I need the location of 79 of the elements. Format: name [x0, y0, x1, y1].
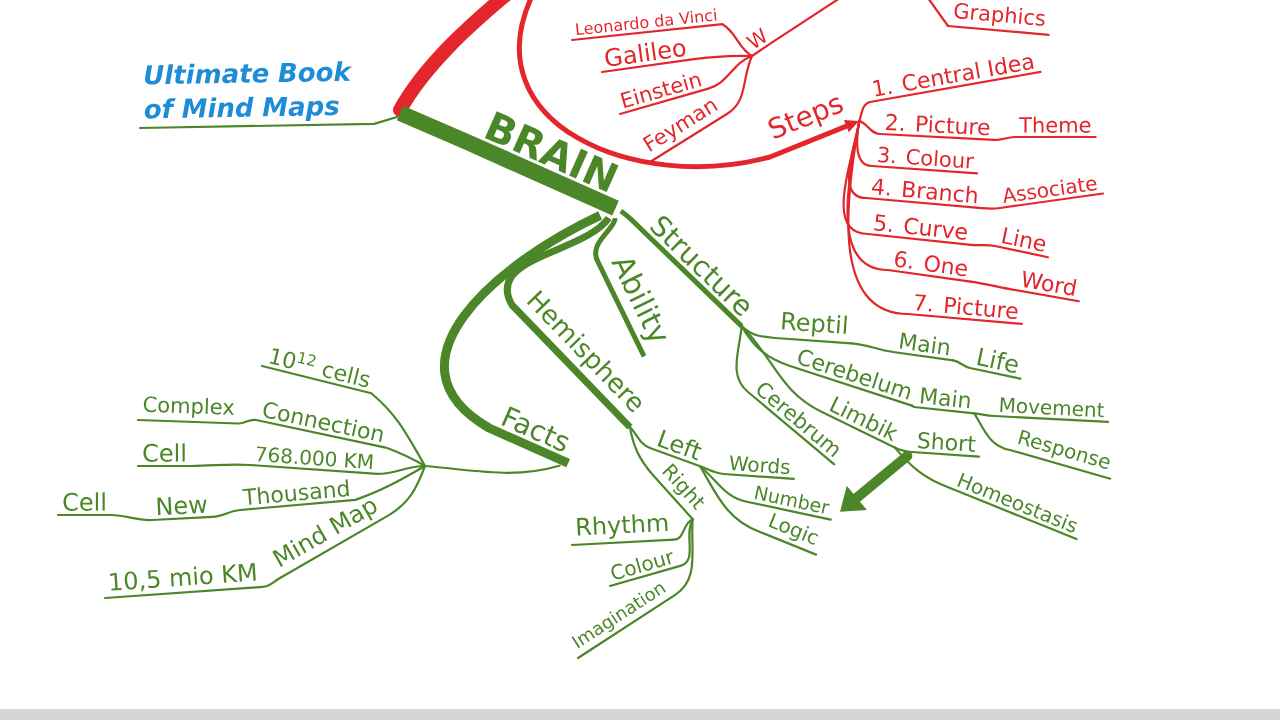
branch-label: W — [745, 27, 766, 48]
branch-line — [893, 446, 981, 458]
branch-label: Life — [977, 347, 1018, 373]
branch-label: Complex — [143, 396, 234, 418]
branch-line — [593, 217, 647, 358]
branch-label: Word — [1023, 270, 1077, 296]
branch-line — [850, 342, 955, 362]
branch-label: Colour — [611, 552, 673, 579]
branch-line — [278, 464, 427, 580]
branch-line — [735, 325, 836, 466]
branch-label: 5. Curve — [874, 214, 967, 240]
branch-line — [619, 209, 744, 328]
branch-line — [238, 464, 427, 512]
branch-line — [618, 54, 754, 116]
branch-label: 3. Colour — [878, 146, 975, 169]
branch-label: Associate — [1003, 178, 1097, 204]
branch-line — [628, 426, 694, 521]
branch-label: Words — [730, 455, 790, 475]
block-arrow — [840, 450, 913, 512]
branch-line — [740, 325, 853, 345]
branch-label: Short — [917, 432, 976, 452]
branch-line — [136, 418, 258, 425]
branch-label: Reptil — [782, 311, 847, 337]
branch-line — [440, 211, 603, 468]
branch-label: Graphics — [954, 3, 1045, 26]
branch-label: Line — [1002, 227, 1046, 252]
branch-label: Leonardo da Vinci — [575, 8, 717, 36]
branch-line — [254, 418, 427, 468]
branch-label: Left — [657, 429, 702, 461]
branch-line — [858, 70, 1042, 122]
branch-line — [576, 518, 694, 660]
branch-line — [973, 412, 1112, 480]
branch-line — [973, 412, 1110, 424]
branch-line — [740, 325, 896, 449]
branch-label: New — [157, 497, 207, 516]
branch-label: Steps — [768, 97, 843, 139]
branch-line — [423, 464, 561, 474]
branch-line — [608, 518, 694, 588]
branch-label: Theme — [1019, 116, 1091, 133]
branch-line — [570, 23, 754, 58]
branch-line — [138, 115, 399, 130]
branch-label: Cell — [143, 443, 185, 462]
branch-line — [893, 446, 1078, 541]
branch-line — [699, 465, 832, 521]
branch-label: 10$^{12}$ cells — [269, 348, 370, 388]
branch-line — [969, 243, 1049, 259]
branch-line — [56, 513, 154, 522]
branch-line — [952, 359, 1022, 380]
branch-line — [396, 105, 619, 216]
branch-line — [504, 215, 633, 430]
branch-line — [699, 465, 795, 480]
branch-label: Logic — [768, 513, 819, 545]
branch-label: 10,5 mio KM — [110, 563, 256, 592]
branch-label: 4. Branch — [871, 178, 977, 204]
branch-line — [980, 192, 1104, 210]
branch-line — [136, 463, 252, 468]
book-title: Ultimate Book of Mind Maps — [144, 61, 352, 121]
branch-line — [910, 404, 976, 415]
branch-line — [570, 518, 694, 547]
branch-label: 7. Picture — [915, 294, 1018, 319]
branch-label: 6. One — [895, 251, 967, 277]
branch-line — [847, 119, 1023, 326]
branch-label: Galileo — [605, 41, 686, 67]
branch-label: Number — [754, 485, 830, 514]
branch-line — [150, 508, 242, 522]
branch-label: Cell — [63, 492, 105, 511]
branch-line — [969, 280, 1080, 303]
branch-label: Rhythm — [577, 514, 668, 539]
branch-line — [926, 0, 1050, 36]
branch-line — [628, 426, 702, 468]
branch-line — [699, 465, 818, 556]
branch-label: Movement — [1000, 397, 1105, 418]
branch-label: 2. Picture — [885, 113, 990, 136]
branch-line — [858, 119, 996, 142]
branch-label: 768.000 KM — [256, 446, 373, 470]
branch-line — [103, 576, 282, 600]
branch-line — [992, 135, 1097, 142]
branch-label: Main — [920, 387, 970, 409]
branch-label: 1. Central Idea — [873, 56, 1034, 97]
